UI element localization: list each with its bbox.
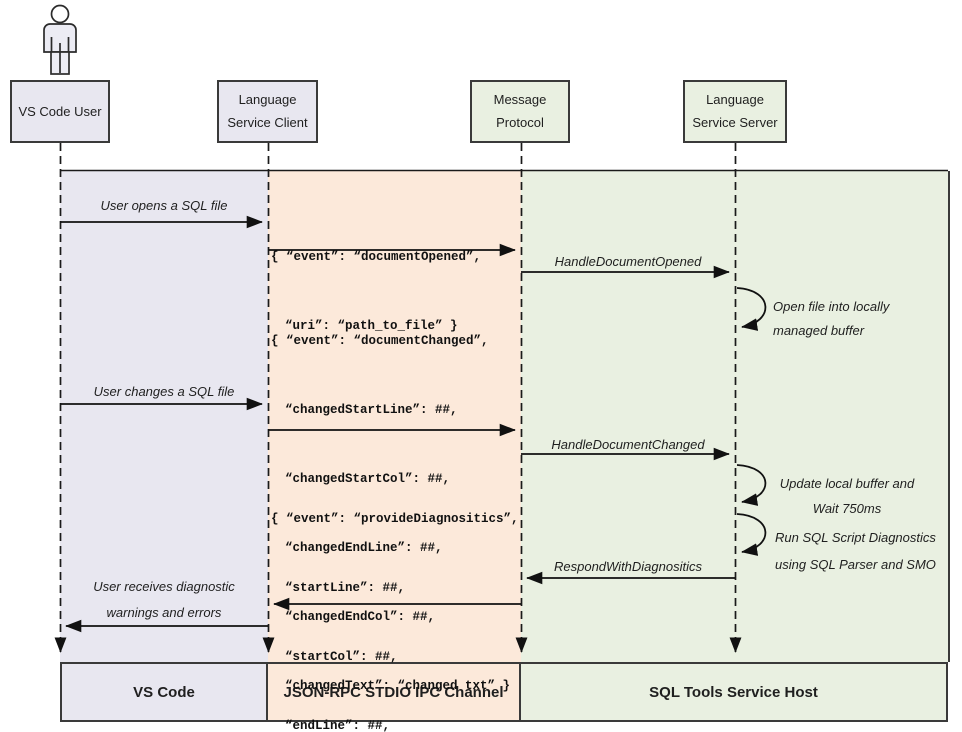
note-run-diagnostics: Run SQL Script Diagnostics using SQL Par… [775, 530, 936, 572]
footer-label: JSON-RPC STDIO IPC Channel [283, 683, 504, 701]
label-respond-with-diagnostics: RespondWithDiagnositics [553, 559, 702, 574]
note-open-file-buffer: Open file into locally managed buffer [773, 299, 890, 338]
actor-label: Message [493, 92, 547, 107]
actor-box-message-protocol: Message Protocol [470, 80, 570, 143]
user-actor-icon [43, 4, 77, 75]
actor-box-service-client: Language Service Client [217, 80, 318, 143]
lane-vscode [60, 171, 268, 662]
self-loop-open-file [736, 287, 767, 331]
actor-box-vscode-user: VS Code User [10, 80, 110, 143]
actor-label: VS Code User [18, 103, 102, 119]
json-message-document-changed: { “event”: “documentChanged”, “changedSt… [271, 334, 511, 693]
actor-label: Service Server [692, 115, 778, 130]
self-loop-run-diagnostics [736, 513, 767, 556]
footer-box-ipc-channel: JSON-RPC STDIO IPC Channel [268, 662, 521, 722]
footer-box-vscode: VS Code [60, 662, 268, 722]
actor-box-service-server: Language Service Server [683, 80, 787, 143]
label-handle-document-changed: HandleDocumentChanged [551, 437, 705, 452]
self-loop-update-buffer [736, 464, 767, 506]
label-user-opens-file: User opens a SQL file [100, 198, 228, 213]
note-update-buffer: Update local buffer and Wait 750ms [779, 476, 915, 516]
actor-label: Service Client [227, 115, 308, 130]
actor-label: Language [238, 92, 297, 107]
footer-box-service-host: SQL Tools Service Host [521, 662, 948, 722]
actor-label: Protocol [496, 115, 544, 130]
lane-ipc-channel [268, 171, 521, 662]
json-message-document-opened: { “event”: “documentOpened”, “uri”: “pat… [271, 250, 482, 333]
footer-label: SQL Tools Service Host [649, 683, 818, 701]
label-user-receives-diagnostics: User receives diagnostic warnings and er… [93, 579, 235, 620]
actor-label: Language [706, 92, 764, 107]
footer-label: VS Code [133, 683, 195, 701]
json-message-provide-diagnostics: { “event”: “provideDiagnositics”, “start… [271, 512, 519, 732]
label-handle-document-opened: HandleDocumentOpened [554, 254, 702, 269]
label-user-changes-file: User changes a SQL file [93, 384, 235, 399]
